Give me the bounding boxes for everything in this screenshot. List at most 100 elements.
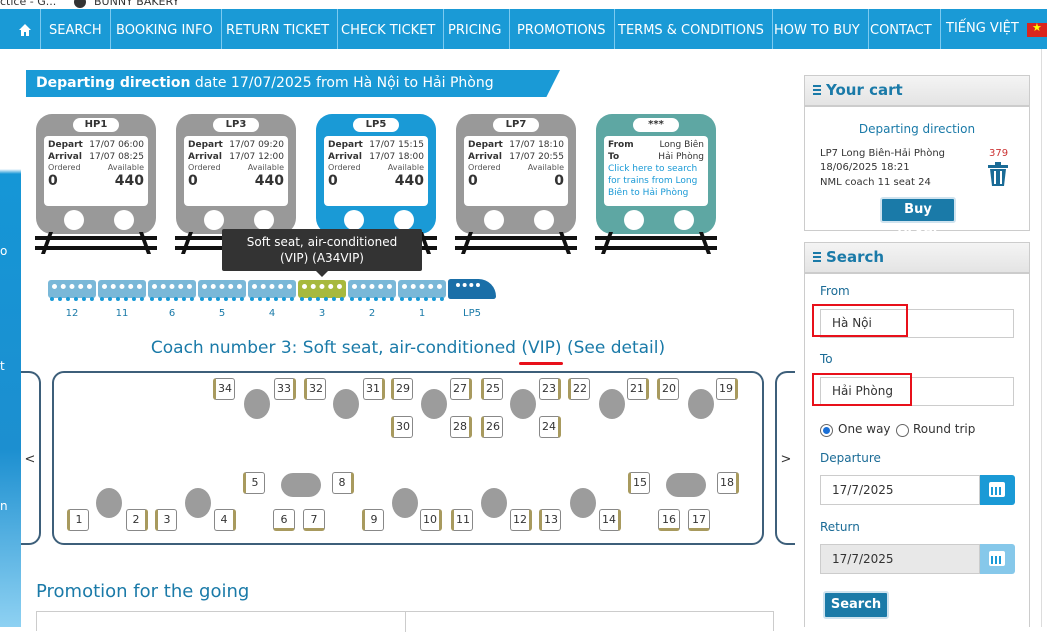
seat-30[interactable]: 30 [391,416,413,438]
seat-11[interactable]: 11 [451,509,473,531]
coach-label: 3 [318,308,326,319]
seat-table [96,488,122,518]
seat-25[interactable]: 25 [481,378,503,400]
cart-seat: NML coach 11 seat 24 [820,177,931,188]
seat-23[interactable]: 23 [539,378,561,400]
coach-thumb-1[interactable] [398,280,446,301]
coach-thumb-11[interactable] [98,280,146,301]
train-wheel [624,210,644,230]
seat-19[interactable]: 19 [716,378,738,400]
seat-5[interactable]: 5 [243,472,265,494]
one-way-label[interactable]: One way [838,422,891,436]
seat-18[interactable]: 18 [717,472,739,494]
to-input[interactable]: Hải Phòng [812,373,1014,406]
seat-32[interactable]: 32 [304,378,326,400]
next-coach-button[interactable]: > [775,371,795,545]
coach-thumb-12[interactable] [48,280,96,301]
seat-6[interactable]: 6 [273,509,295,531]
seat-16[interactable]: 16 [658,509,680,531]
seat-34[interactable]: 34 [213,378,235,400]
nav-contact[interactable]: CONTACT [862,9,941,49]
prev-coach-button[interactable]: < [21,371,41,545]
vietnam-flag-icon[interactable] [1027,21,1047,37]
return-date-input[interactable]: 17/7/2025 [820,544,980,574]
nav-terms[interactable]: TERMS & CONDITIONS [610,9,773,49]
seat-7[interactable]: 7 [303,509,325,531]
seat-table [392,488,418,518]
coach-thumb-4[interactable] [248,280,296,301]
seat-1[interactable]: 1 [67,509,89,531]
seat-22[interactable]: 22 [568,378,590,400]
seat-10[interactable]: 10 [420,509,442,531]
coach-label: 1 [418,308,426,319]
coach-thumb-6[interactable] [148,280,196,301]
coach-thumb-2[interactable] [348,280,396,301]
round-trip-radio[interactable] [896,424,909,437]
seat-15[interactable]: 15 [628,472,650,494]
nav-check-ticket[interactable]: CHECK TICKET [333,9,445,49]
from-label: From [820,284,850,298]
seat-21[interactable]: 21 [627,378,649,400]
nav-pricing[interactable]: PRICING [440,9,511,49]
seat-9[interactable]: 9 [362,509,384,531]
seat-3[interactable]: 3 [155,509,177,531]
seat-table [421,389,447,419]
seat-28[interactable]: 28 [450,416,472,438]
to-label: To [608,152,620,162]
calendar-icon[interactable] [980,475,1015,505]
left-strip-char: o [0,244,8,258]
seat-29[interactable]: 29 [391,378,413,400]
bookmark-bunny-bakery[interactable]: BUNNY BAKERY [94,0,180,8]
coach-label: 2 [368,308,376,319]
coach-thumb-3[interactable] [298,280,346,301]
round-trip-label[interactable]: Round trip [913,422,976,436]
cart-direction: Departing direction [858,122,976,136]
seat-12[interactable]: 12 [510,509,532,531]
one-way-radio[interactable] [820,424,833,437]
nav-home[interactable] [0,9,41,49]
seat-14[interactable]: 14 [599,509,621,531]
seat-26[interactable]: 26 [481,416,503,438]
seat-31[interactable]: 31 [363,378,385,400]
seat-24[interactable]: 24 [539,416,561,438]
from-input[interactable]: Hà Nội [812,304,1014,338]
depart-time: 17/07 09:20 [229,140,284,150]
calendar-icon[interactable] [980,544,1015,574]
coach-label: 11 [115,308,129,319]
seat-2[interactable]: 2 [126,509,148,531]
seat-27[interactable]: 27 [450,378,472,400]
to-label: To [820,352,833,366]
vip-underline [519,362,564,365]
see-detail-link[interactable]: (See detail) [561,338,666,358]
list-icon [813,252,821,262]
depart-label: Depart [468,140,503,150]
seat-8[interactable]: 8 [332,472,354,494]
seat-20[interactable]: 20 [657,378,679,400]
search-other-trains-link[interactable]: Click here to search for trains from Lon… [608,164,698,198]
nav-promotions[interactable]: PROMOTIONS [509,9,615,49]
coach-thumb-5[interactable] [198,280,246,301]
search-button[interactable]: Search [823,591,889,619]
seat-4[interactable]: 4 [214,509,236,531]
bookmark-practice[interactable]: ctice - G... [0,0,57,8]
seat-17[interactable]: 17 [688,509,710,531]
nav-how-to-buy[interactable]: HOW TO BUY [766,9,869,49]
nav-language[interactable]: TIẾNG VIỆT [946,21,1019,36]
nav-search[interactable]: SEARCH [41,9,111,49]
departure-date-input[interactable]: 17/7/2025 [820,475,980,505]
trash-icon[interactable] [985,160,1011,188]
coach-title-vip: (VIP) [519,338,564,365]
nav-booking-info[interactable]: BOOKING INFO [108,9,222,49]
seat-33[interactable]: 33 [274,378,296,400]
available-label: Available [387,163,424,172]
buy-ticket-button[interactable]: Buy ticket [880,197,956,239]
seat-13[interactable]: 13 [539,509,561,531]
coach-title: Coach number 3: Soft seat, air-condition… [21,338,795,365]
nav-return-ticket[interactable]: RETURN TICKET [218,9,339,49]
